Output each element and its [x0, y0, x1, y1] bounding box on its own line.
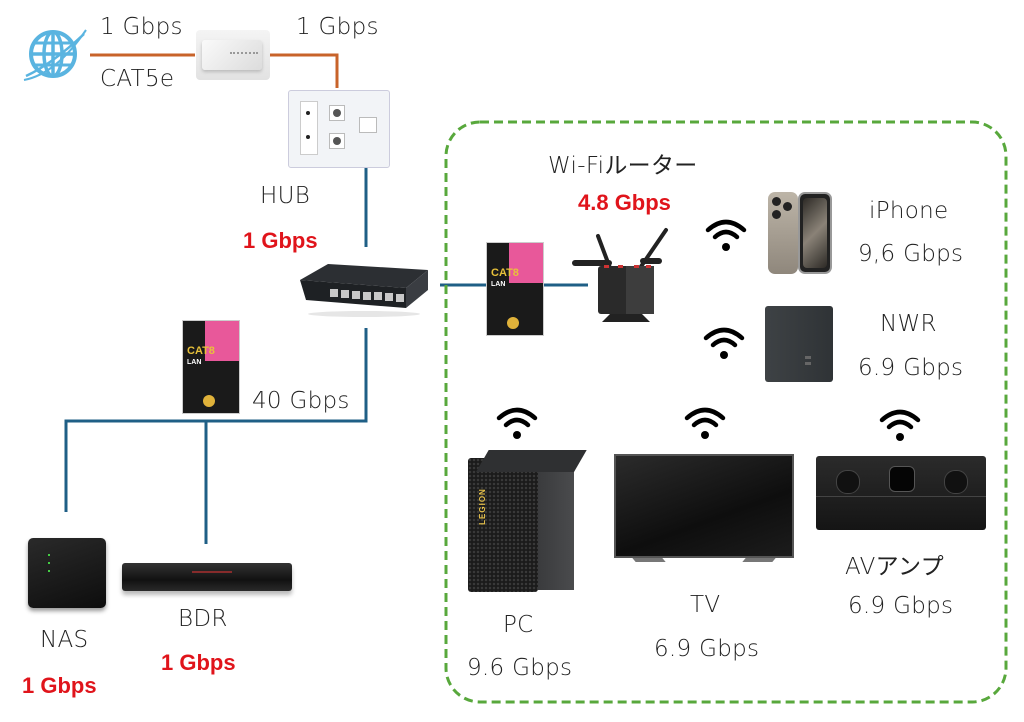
bdr-label: BDR: [178, 606, 228, 632]
nwr-label: NWR: [880, 311, 937, 337]
network-switch-icon: [300, 264, 428, 317]
bd-recorder-icon: [122, 563, 292, 591]
pc-speed-label: 9.6 Gbps: [467, 655, 573, 681]
wan-speed-label: 1 Gbps: [100, 14, 183, 40]
av-amplifier-icon: [816, 456, 986, 530]
cat8-cable-package-icon: CAT8 LAN: [486, 242, 544, 336]
nwr-speed-label: 6.9 Gbps: [858, 355, 964, 381]
desktop-pc-icon: LEGION: [468, 450, 587, 594]
nas-speed-label: 1 Gbps: [22, 673, 97, 698]
wifi-signal-icon: [705, 219, 747, 251]
iphone-speed-label: 9,6 Gbps: [858, 241, 964, 267]
wifi-signal-icon: [879, 409, 921, 441]
wifi-router-speed-label: 4.8 Gbps: [578, 190, 671, 215]
hub-label: HUB: [260, 183, 311, 209]
wifi-zone-border: [444, 120, 1008, 704]
tv-speed-label: 6.9 Gbps: [654, 636, 760, 662]
wall-outlet-lan-icon: [288, 90, 390, 168]
backbone-speed-label: 40 Gbps: [252, 388, 350, 414]
tv-label: TV: [690, 592, 721, 618]
cat8-cable-package-icon: CAT8 LAN: [182, 320, 240, 414]
network-recorder-icon: [765, 306, 833, 382]
pc-label: PC: [503, 612, 534, 638]
globe-icon: [23, 29, 87, 81]
wifi-signal-icon: [703, 327, 745, 359]
wan-cable-label: CAT5e: [100, 66, 175, 92]
wifi-router-icon: [572, 228, 668, 322]
tv-icon: [614, 454, 794, 574]
onu-box-icon: [196, 30, 270, 80]
lan-cable-hub-backbone: [64, 328, 368, 512]
smartphone-icon: [768, 192, 834, 276]
av-amp-speed-label: 6.9 Gbps: [848, 593, 954, 619]
iphone-label: iPhone: [869, 198, 949, 224]
bdr-speed-label: 1 Gbps: [161, 650, 236, 675]
wifi-router-label: Wi-Fiルーター: [548, 153, 698, 179]
wifi-signal-icon: [684, 407, 726, 439]
wan-cable-onu-wall: [270, 53, 339, 88]
hub-speed-label: 1 Gbps: [243, 228, 318, 253]
wifi-signal-icon: [496, 407, 538, 439]
nas-icon: [28, 538, 106, 608]
wall-link-speed-label: 1 Gbps: [296, 14, 379, 40]
nas-label: NAS: [40, 627, 89, 653]
av-amp-label: AVアンプ: [845, 554, 944, 580]
